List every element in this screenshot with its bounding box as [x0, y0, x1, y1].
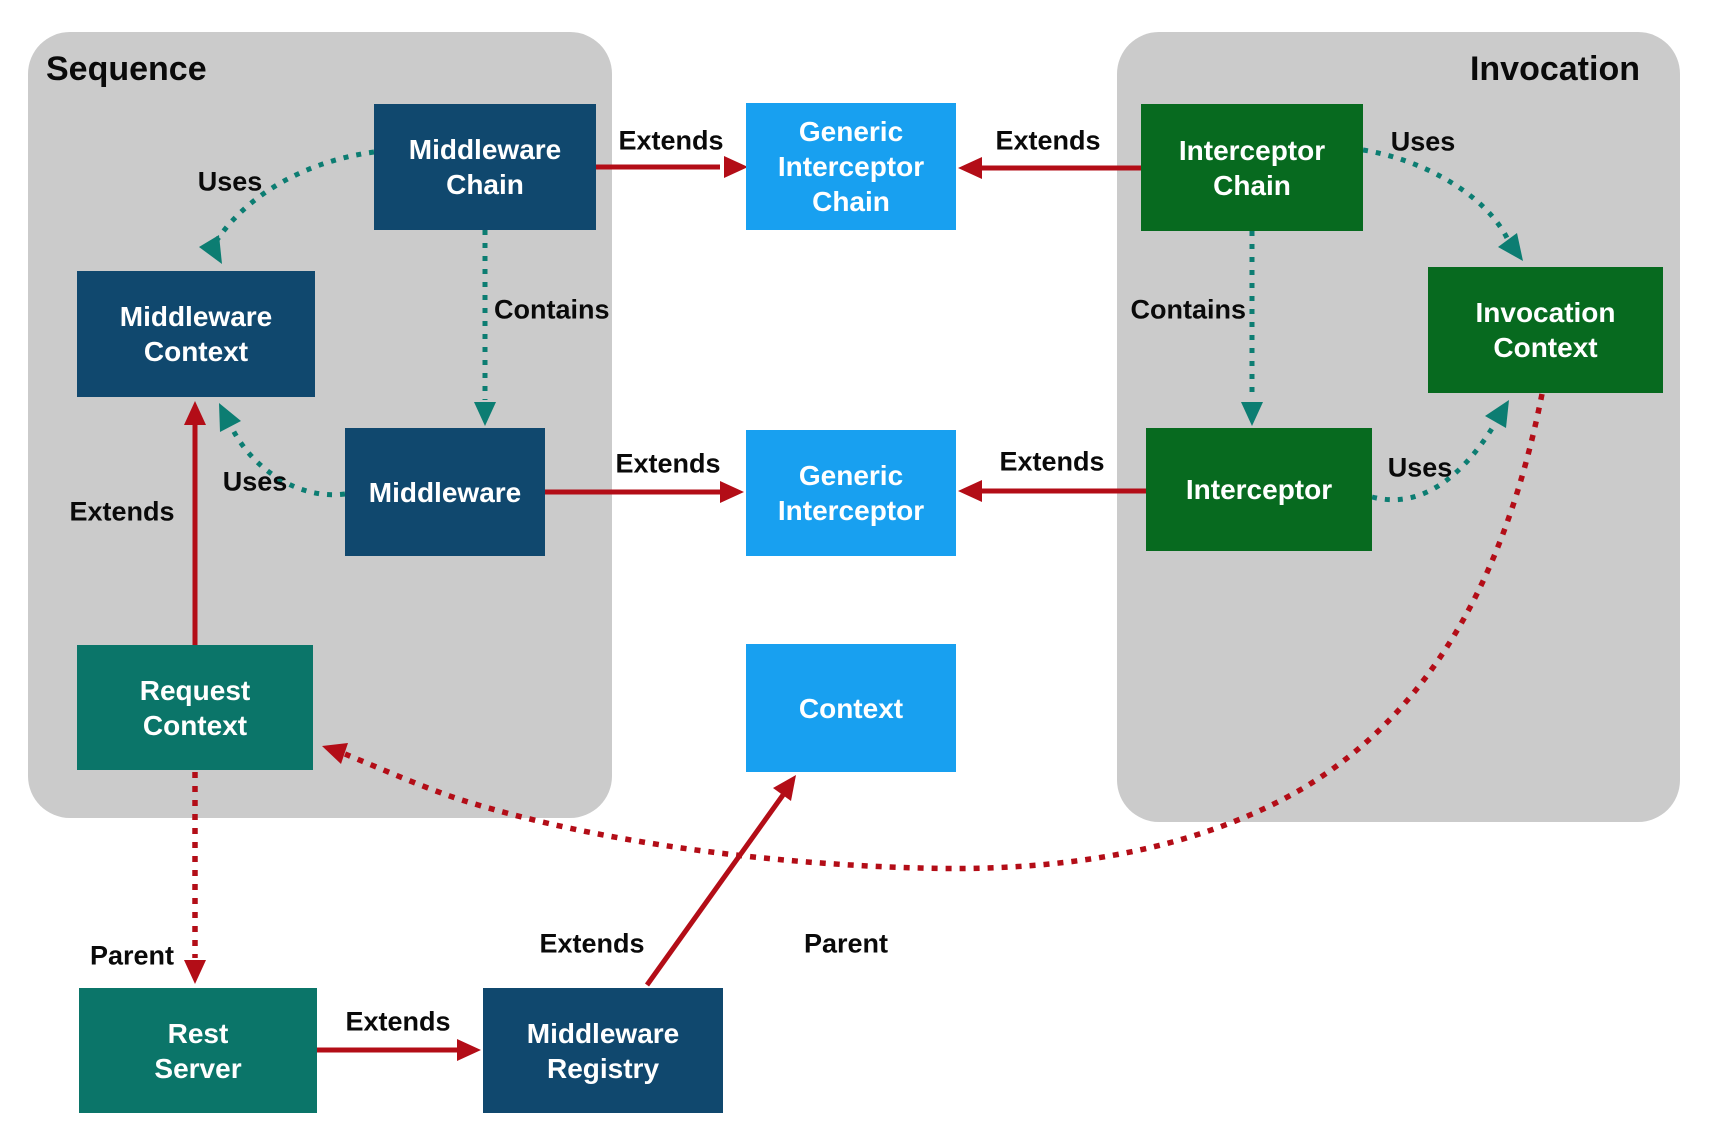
edge-label-extends-restserver: Extends	[345, 1006, 451, 1037]
edge-label-extends-interceptor: Extends	[999, 446, 1105, 477]
edge-label-uses-middleware: Uses	[222, 466, 288, 497]
node-middleware-context: Middleware Context	[77, 271, 315, 397]
edge-uses-interceptorchain-invocationcontext-arrowhead-icon	[1498, 233, 1523, 261]
edge-label-extends-middleware: Extends	[615, 448, 721, 479]
edge-uses-interceptor-invocationcontext-arrowhead-icon	[1485, 400, 1509, 428]
node-interceptor-chain: Interceptor Chain	[1141, 104, 1363, 231]
edge-contains-interceptorchain-interceptor-arrowhead-icon	[1241, 402, 1263, 426]
edge-extends-registry-context-line	[644, 793, 786, 987]
edge-label-extends-requestcontext: Extends	[69, 496, 175, 527]
node-generic-interceptor-chain: Generic Interceptor Chain	[746, 103, 956, 230]
node-context: Context	[746, 644, 956, 772]
group-invocation-title: Invocation	[1469, 50, 1640, 88]
edge-label-parent-requestcontext: Parent	[89, 940, 175, 971]
node-interceptor: Interceptor	[1146, 428, 1372, 551]
edge-extends-restserver-arrowhead-icon	[457, 1039, 481, 1061]
edge-uses-interceptorchain-invocationcontext-curve	[1362, 147, 1511, 242]
node-middleware-chain: Middleware Chain	[374, 104, 596, 230]
node-label: Middleware Chain	[408, 134, 562, 200]
edge-parent-invocationcontext-requestcontext-arrowhead-icon	[322, 743, 348, 764]
edge-parent-requestcontext-restserver-arrowhead-icon	[184, 960, 206, 984]
node-request-context: Request Context	[77, 645, 313, 770]
edge-label-extends-middlewarechain: Extends	[618, 125, 724, 156]
group-sequence-title: Sequence	[46, 50, 207, 88]
edge-uses-middleware-middlewarecontext-curve	[228, 424, 346, 498]
node-label: Middleware Registry	[526, 1017, 680, 1084]
node-rest-server: Rest Server	[79, 988, 317, 1113]
edge-uses-middlewarechain-middlewarecontext-curve	[209, 149, 375, 250]
edge-label-parent-invocationcontext: Parent	[803, 928, 889, 959]
edge-extends-requestcontext-arrowhead-icon	[184, 401, 206, 425]
node-label: Context	[798, 692, 904, 724]
edge-contains-middlewarechain-middleware-arrowhead-icon	[474, 402, 496, 426]
edge-label-uses-interceptor: Uses	[1387, 452, 1453, 483]
node-label: Interceptor	[1185, 474, 1333, 505]
node-middleware-registry: Middleware Registry	[483, 988, 723, 1113]
edge-label-extends-interceptorchain: Extends	[995, 125, 1101, 156]
edge-uses-middleware-middlewarecontext-arrowhead-icon	[219, 403, 241, 432]
edge-label-contains-middlewarechain: Contains	[494, 294, 610, 325]
node-middleware: Middleware	[345, 428, 545, 556]
node-label: Generic Interceptor Chain	[777, 116, 925, 217]
node-invocation-context: Invocation Context	[1428, 267, 1663, 393]
node-label: Interceptor Chain	[1178, 134, 1326, 201]
edge-uses-interceptor-invocationcontext-curve	[1371, 420, 1499, 503]
node-label: Invocation Context	[1475, 297, 1616, 363]
edge-extends-interceptor-arrowhead-icon	[958, 480, 982, 502]
edge-extends-interceptorchain-arrowhead-icon	[958, 157, 982, 179]
edge-uses-middlewarechain-middlewarecontext-arrowhead-icon	[199, 235, 222, 264]
edge-label-uses-interceptorchain: Uses	[1390, 126, 1456, 157]
edge-label-uses-middlewarechain: Uses	[197, 166, 263, 197]
node-label: Generic Interceptor	[777, 460, 925, 526]
edge-label-extends-registry-context: Extends	[539, 928, 645, 959]
edge-parent-invocationcontext-requestcontext-curve	[343, 393, 1545, 872]
node-label: Middleware Context	[119, 301, 273, 367]
edge-label-contains-interceptorchain: Contains	[1130, 294, 1246, 325]
edge-extends-registry-context-arrowhead-icon	[773, 775, 796, 801]
node-label: Request Context	[139, 674, 251, 741]
edge-extends-middleware-arrowhead-icon	[720, 481, 744, 503]
node-label: Rest Server	[154, 1017, 242, 1084]
node-label: Middleware	[368, 476, 522, 508]
edge-extends-middlewarechain-arrowhead-icon	[724, 156, 748, 178]
node-generic-interceptor: Generic Interceptor	[746, 430, 956, 556]
